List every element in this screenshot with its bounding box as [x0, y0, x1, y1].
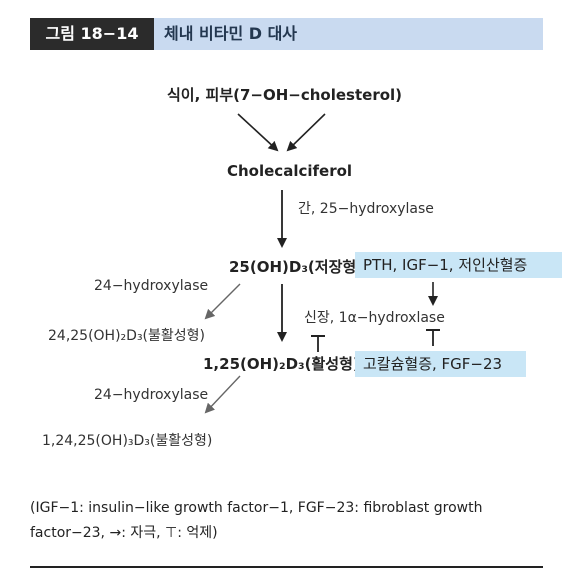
figure-label: 그림 18−14: [30, 18, 154, 50]
node-cholecalciferol: Cholecalciferol: [227, 162, 353, 180]
footnote-line-2: factor−23, →: 자극, ⊤: 억제): [30, 525, 218, 541]
label-kidney-enzyme: 신장, 1α−hydroxlase: [304, 310, 445, 326]
arrow-source-right: [286, 113, 326, 152]
bottom-rule: [30, 566, 543, 568]
node-storage: 25(OH)D₃(저장형): [229, 258, 364, 276]
arrow-source-left: [237, 113, 279, 152]
box-stimulators: PTH, IGF−1, 저인산혈증: [355, 252, 562, 278]
label-24-hydroxylase-a: 24−hydroxylase: [94, 278, 209, 294]
node-inactive-1: 24,25(OH)₂D₃(불활성형): [48, 328, 205, 344]
node-inactive-2: 1,24,25(OH)₃D₃(불활성형): [42, 433, 213, 449]
arrow-to-inactive-1: [204, 283, 241, 320]
figure-header: 그림 18−14 체내 비타민 D 대사: [30, 18, 543, 50]
arrow-to-inactive-2: [204, 375, 241, 414]
label-liver-enzyme: 간, 25−hydroxylase: [298, 201, 434, 217]
footnote: (IGF−1: insulin−like growth factor−1, FG…: [30, 496, 545, 546]
figure-title: 체내 비타민 D 대사: [164, 24, 298, 43]
label-24-hydroxylase-b: 24−hydroxylase: [94, 387, 209, 403]
box-inhibitors: 고칼슘혈증, FGF−23: [355, 351, 526, 377]
node-source: 식이, 피부(7−OH−cholesterol): [167, 86, 403, 104]
node-active: 1,25(OH)₂D₃(활성형): [203, 355, 360, 373]
footnote-line-1: (IGF−1: insulin−like growth factor−1, FG…: [30, 500, 483, 516]
